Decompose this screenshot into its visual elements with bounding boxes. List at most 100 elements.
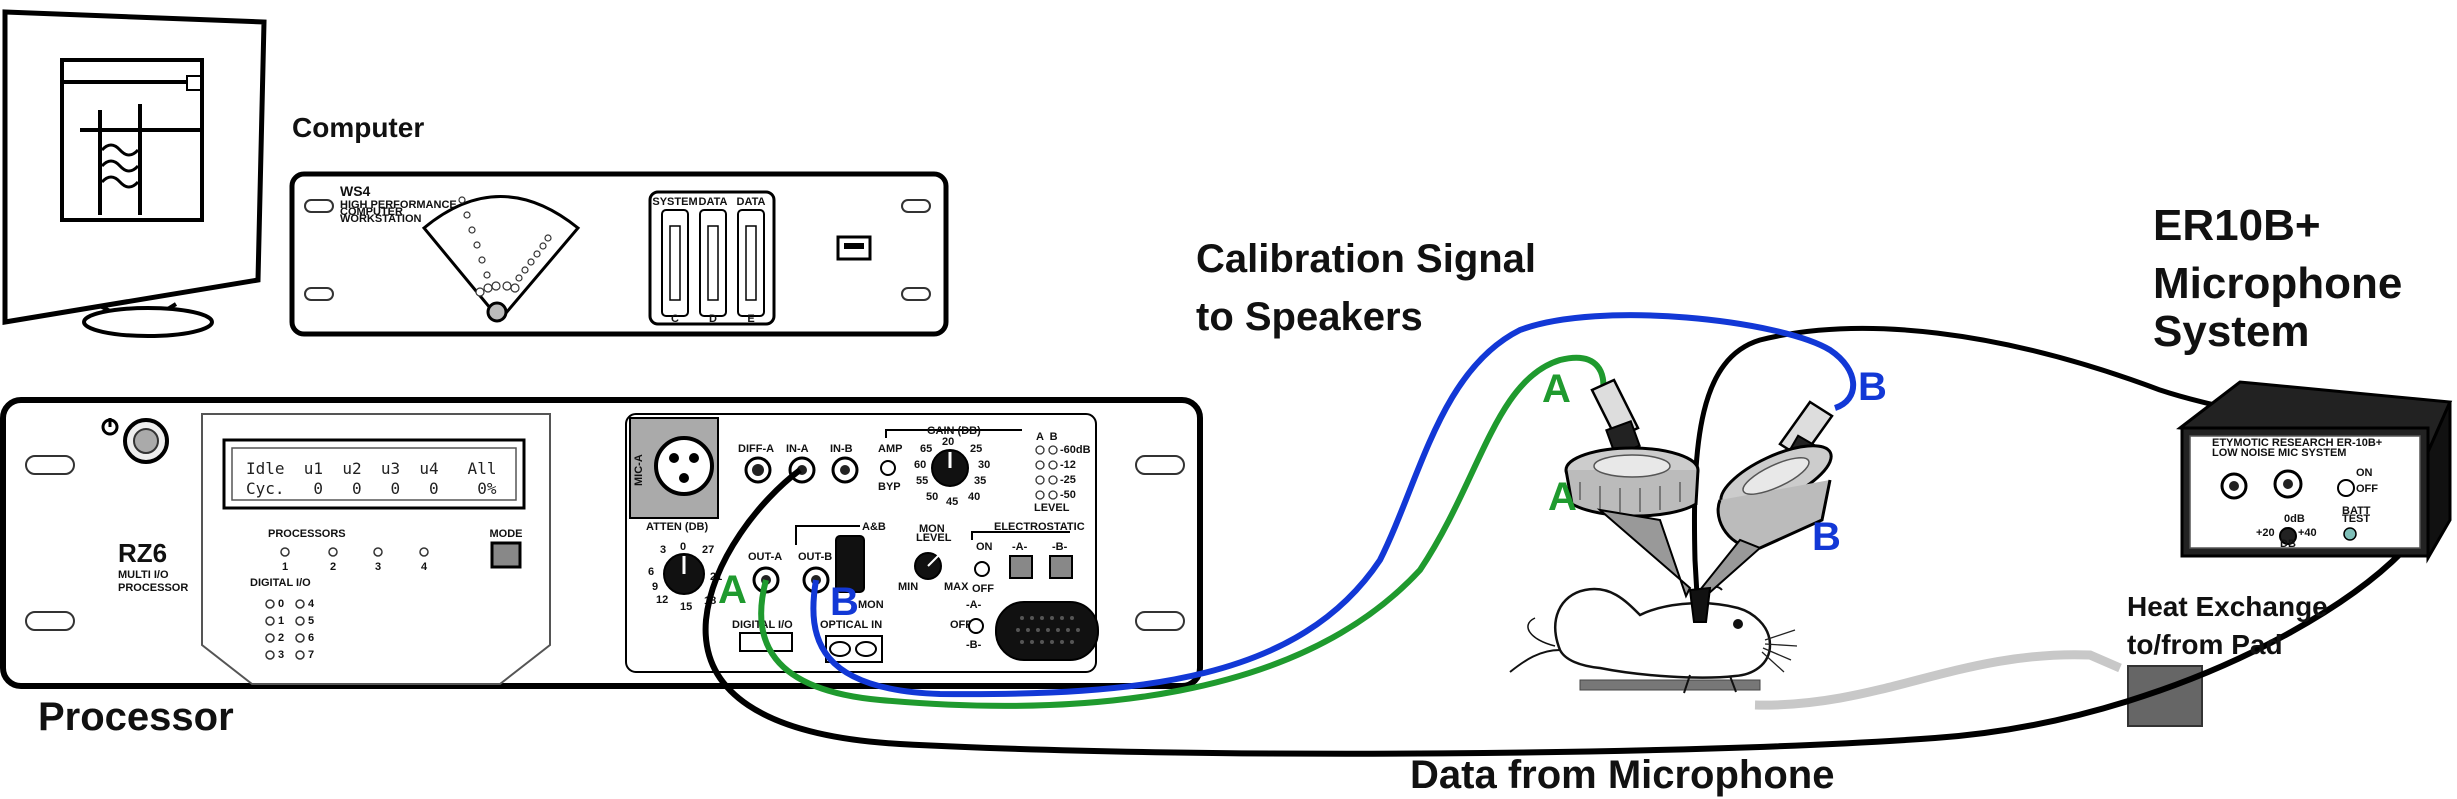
window-close-icon xyxy=(186,75,202,91)
er10b-label-2: Microphone xyxy=(2153,259,2402,308)
proc-num-2: 2 xyxy=(330,561,336,573)
rack-hole-icon xyxy=(25,455,75,475)
in-b-label: IN-B xyxy=(830,443,853,455)
atten-tick: 6 xyxy=(648,566,654,578)
battery-test-led[interactable] xyxy=(2343,527,2357,541)
ws4-led-arc xyxy=(458,196,552,297)
mon-level-label-2: LEVEL xyxy=(916,532,952,544)
es-b-port-icon[interactable] xyxy=(1049,555,1073,579)
proc-num-3: 3 xyxy=(375,561,381,573)
output-select-switch[interactable] xyxy=(968,618,984,634)
calibration-label-1: Calibration Signal xyxy=(1196,237,1536,281)
ws4-power-button[interactable] xyxy=(486,301,508,323)
dio-5: 5 xyxy=(308,615,314,627)
atten-tick: 27 xyxy=(702,544,714,556)
er10b-batt1: BATT xyxy=(2342,505,2371,517)
atten-tick: 15 xyxy=(680,601,692,613)
heat-exchange-label-2: to/from Pad xyxy=(2127,629,2283,660)
ws4-bay3-label: DATA xyxy=(737,196,766,208)
er10b-off-label: OFF xyxy=(2356,483,2378,495)
label-b-speaker: B xyxy=(1812,515,1841,559)
es-a-port-icon[interactable] xyxy=(1009,555,1033,579)
ws4-bay2-label: DATA xyxy=(699,196,728,208)
rack-hole-icon xyxy=(1135,611,1185,631)
in-a-label: IN-A xyxy=(786,443,809,455)
atten-tick: 12 xyxy=(656,594,668,606)
electrostatic-switch[interactable] xyxy=(974,561,990,577)
cable-a-green xyxy=(758,354,1607,709)
proc-num-4: 4 xyxy=(421,561,428,573)
gain-tick: 30 xyxy=(978,459,990,471)
proc-num-1: 1 xyxy=(282,561,288,573)
dio-4: 4 xyxy=(308,598,315,610)
gain-tick: 40 xyxy=(968,491,980,503)
heat-pad-table xyxy=(1579,679,1761,691)
dio-7: 7 xyxy=(308,649,314,661)
monitor xyxy=(2,9,267,338)
processors-label: PROCESSORS xyxy=(268,528,346,540)
ws4-bay1-label: SYSTEM xyxy=(652,196,697,208)
gain-label: GAIN (DB) xyxy=(927,425,981,437)
byp-label: BYP xyxy=(878,481,901,493)
digital-io-leds xyxy=(265,599,305,660)
er10b-gain-20: +20 xyxy=(2256,527,2275,539)
dio-3: 3 xyxy=(278,649,284,661)
computer-label: Computer xyxy=(292,112,424,143)
level-leds xyxy=(1035,445,1058,500)
sw-b-label: -B- xyxy=(966,639,982,651)
er10b-power-switch[interactable] xyxy=(2337,479,2355,497)
rack-hole-icon xyxy=(901,199,931,213)
a-and-b-label: A&B xyxy=(862,521,886,533)
dio-1: 1 xyxy=(278,615,284,627)
er10b-batt2: TEST xyxy=(2342,513,2370,525)
level-value: -60dB xyxy=(1060,444,1091,456)
dio-0: 0 xyxy=(278,598,284,610)
ws4-bay1-sub: C xyxy=(671,313,679,325)
gain-tick: 65 xyxy=(920,443,932,455)
speaker-a xyxy=(1564,378,1700,599)
lcd-row-2: Cyc. 0 0 0 0 0% xyxy=(246,479,497,498)
label-a-top: A xyxy=(1542,367,1571,411)
rz6-processor: RZ6 MULTI I/O PROCESSOR Idle u1 u2 u3 u4… xyxy=(0,397,1203,689)
gain-tick: 55 xyxy=(916,475,928,487)
ws4-dial-fan xyxy=(421,195,581,323)
mode-label: MODE xyxy=(490,528,523,540)
atten-label: ATTEN (DB) xyxy=(646,521,708,533)
es-off-label: OFF xyxy=(972,583,994,595)
er10b-db: DB xyxy=(2280,538,2296,550)
gain-tick: 35 xyxy=(974,475,986,487)
gain-tick: 45 xyxy=(946,496,958,508)
es-a-label: -A- xyxy=(1012,541,1028,553)
amp-bypass-switch[interactable] xyxy=(880,460,896,476)
er10b-gain-switch[interactable] xyxy=(2279,527,2297,545)
out-a-label: OUT-A xyxy=(748,551,782,563)
label-b-rz6: B xyxy=(830,580,859,624)
label-b-top: B xyxy=(1858,365,1887,409)
mon-label: MON xyxy=(858,599,884,611)
ws4-sub1: HIGH PERFORMANCE xyxy=(340,199,457,211)
heat-exchange-label-1: Heat Exchange xyxy=(2127,591,2328,622)
rz6-name: RZ6 xyxy=(118,538,167,568)
level-value: -12 xyxy=(1060,459,1076,471)
lcd-row-1: Idle u1 u2 u3 u4 All xyxy=(246,459,496,478)
er10b-line2: LOW NOISE MIC SYSTEM xyxy=(2212,447,2346,459)
waveform-icon xyxy=(100,143,140,189)
rz6-sub2: PROCESSOR xyxy=(118,582,188,594)
speaker-b xyxy=(1698,400,1834,596)
diff-a-label: DIFF-A xyxy=(738,443,774,455)
ws4-workstation: WS4 HIGH PERFORMANCE COMPUTER WORKSTATIO… xyxy=(289,171,949,337)
er10b-gain-0: 0dB xyxy=(2284,513,2305,525)
ws4-bay2-sub: D xyxy=(709,313,717,325)
headphone-jack-icon[interactable] xyxy=(835,535,865,593)
xlr-port-icon[interactable] xyxy=(654,436,714,496)
er10b-line1: ETYMOTIC RESEARCH ER-10B+ xyxy=(2212,437,2382,449)
atten-tick: 3 xyxy=(660,544,666,556)
ws4-name: WS4 xyxy=(340,183,371,199)
es-on-label: ON xyxy=(976,541,993,553)
atten-tick: 0 xyxy=(680,541,686,553)
er10b-gain-40: +40 xyxy=(2298,527,2317,539)
er10b-label-1: ER10B+ xyxy=(2153,201,2321,250)
dio-6: 6 xyxy=(308,632,314,644)
mouse-illustration xyxy=(1509,585,1798,694)
mode-button[interactable] xyxy=(490,541,522,569)
